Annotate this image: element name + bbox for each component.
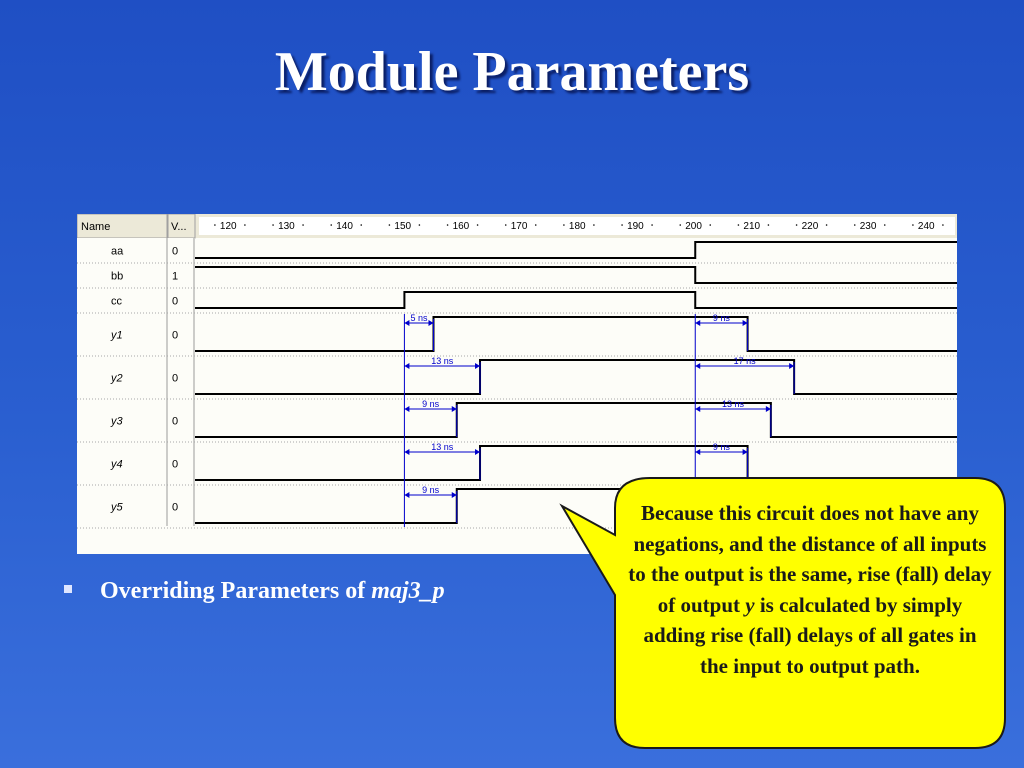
signal-value: 1: [172, 271, 178, 283]
square-bullet-icon: [64, 585, 72, 594]
tick-dot: [621, 224, 623, 226]
name-column-header: Name: [81, 221, 110, 233]
time-tick-label: 150: [394, 221, 411, 232]
time-tick-label: 160: [453, 221, 470, 232]
delay-label: 9 ns: [422, 399, 440, 409]
signal-name: y4: [110, 459, 123, 471]
name-column: [77, 238, 195, 554]
signal-name: y3: [110, 416, 124, 428]
value-column-header: V...: [171, 221, 187, 233]
signal-value: 0: [172, 416, 178, 428]
tick-dot: [593, 224, 595, 226]
time-tick-label: 130: [278, 221, 295, 232]
tick-dot: [272, 224, 274, 226]
signal-waveform: [195, 316, 957, 352]
tick-dot: [853, 224, 856, 226]
time-tick-label: 140: [336, 221, 353, 232]
time-tick-label: 230: [860, 221, 877, 232]
delay-label: 9 ns: [713, 442, 731, 452]
tick-dot: [563, 224, 565, 226]
tick-dot: [912, 224, 914, 226]
delay-label: 9 ns: [713, 313, 731, 323]
callout-text-after: is calculated by simply adding rise (fal…: [643, 592, 977, 678]
time-ruler: [199, 217, 955, 235]
signal-value: 0: [172, 459, 178, 471]
tick-dot: [795, 224, 798, 226]
bullet-emphasis: maj3_p: [371, 578, 445, 604]
tick-dot: [504, 224, 507, 226]
tick-dot: [360, 224, 363, 226]
tick-dot: [651, 224, 653, 226]
signal-name: y2: [110, 373, 123, 385]
tick-dot: [330, 224, 333, 226]
tick-dot: [883, 224, 886, 226]
time-tick-label: 170: [511, 221, 528, 232]
callout-shape: [559, 477, 1006, 749]
tick-dot: [302, 224, 304, 226]
tick-dot: [244, 224, 246, 226]
delay-label: 13 ns: [722, 399, 745, 409]
callout-text-before: Because this circuit does not have any n…: [628, 501, 992, 617]
page-title: Module Parameters: [274, 41, 750, 103]
tick-dot: [476, 224, 479, 226]
time-tick-label: 190: [627, 221, 644, 232]
signal-waveform: [195, 359, 957, 395]
bullet-item: Overriding Parameters of maj3_p: [64, 578, 445, 605]
signal-value: 0: [172, 296, 178, 308]
delay-label: 17 ns: [734, 356, 757, 366]
tick-dot: [825, 224, 828, 226]
signal-value: 0: [172, 373, 178, 385]
tick-dot: [418, 224, 421, 226]
delay-label: 13 ns: [431, 442, 454, 452]
waveform-svg: Name V... 120 130 140 150 160 170 180 190 200 210 22…: [77, 214, 957, 554]
signal-value: 0: [172, 246, 178, 258]
time-tick-label: 220: [802, 221, 819, 232]
delay-label: 13 ns: [431, 356, 454, 366]
time-tick-label: 210: [743, 221, 760, 232]
signal-waveform: [195, 291, 957, 309]
tick-dot: [214, 224, 216, 226]
signal-name: aa: [111, 246, 124, 258]
tick-dot: [942, 224, 944, 226]
signal-value: 0: [172, 330, 178, 342]
tick-dot: [709, 224, 712, 226]
signal-name: y1: [110, 330, 123, 342]
tick-dot: [679, 224, 682, 226]
signal-name: bb: [111, 271, 123, 283]
bullet-text: Overriding Parameters of: [100, 578, 372, 604]
signal-waveform: [195, 402, 957, 438]
time-tick-label: 120: [220, 221, 237, 232]
callout-variable: y: [745, 592, 755, 617]
callout-text: Because this circuit does not have any n…: [628, 498, 992, 681]
tick-dot: [388, 224, 391, 226]
signal-waveform: [195, 266, 957, 284]
tick-dot: [534, 224, 537, 226]
time-tick-label: 240: [918, 221, 935, 232]
tick-dot: [446, 224, 449, 226]
tick-dot: [737, 224, 740, 226]
signal-name: cc: [111, 296, 123, 308]
tick-dot: [767, 224, 770, 226]
signal-value: 0: [172, 502, 178, 514]
time-tick-label: 180: [569, 221, 586, 232]
signal-name: y5: [110, 502, 124, 514]
time-tick-label: 200: [685, 221, 702, 232]
signal-waveform: [195, 241, 957, 259]
delay-label: 9 ns: [422, 485, 440, 495]
delay-label: 5 ns: [410, 313, 428, 323]
